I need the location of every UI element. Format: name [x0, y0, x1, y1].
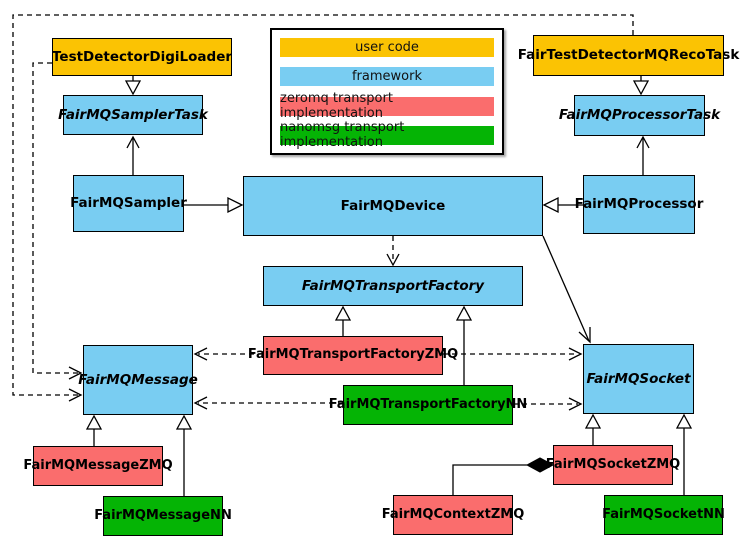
- legend: user code framework zeromq transport imp…: [270, 28, 504, 155]
- legend-item-user-code: user code: [280, 38, 494, 57]
- node-fairmq-transport-factory-nn: FairMQTransportFactoryNN: [329, 385, 527, 425]
- edge-socknn-socket-inheritance: [675, 413, 693, 495]
- edge-msgzmq-message-inheritance: [85, 414, 103, 446]
- edge-sampler-device-inheritance: [184, 196, 244, 214]
- edge-processor-processortask-association: [636, 135, 650, 175]
- edge-msgnn-message-inheritance: [175, 414, 193, 496]
- edge-sockzmq-socket-inheritance: [584, 413, 602, 445]
- legend-item-nanomsg: nanomsg transport implementation: [280, 120, 494, 150]
- node-fairmq-message-zmq: FairMQMessageZMQ: [23, 446, 173, 486]
- edge-device-transportfactory-dependency: [386, 236, 400, 267]
- edge-tfzmq-transportfactory-inheritance: [334, 305, 352, 336]
- node-fairmq-context-zmq: FairMQContextZMQ: [382, 495, 524, 535]
- node-fairmq-processor: FairMQProcessor: [575, 175, 703, 234]
- edge-contextzmq-sockzmq-composition: [452, 457, 555, 495]
- edge-sampler-samplertask-association: [126, 135, 140, 175]
- edge-device-socket-association: [542, 235, 591, 344]
- node-fairmq-transport-factory: FairMQTransportFactory: [263, 266, 523, 306]
- edge-tfnn-message-dependency: [193, 396, 343, 410]
- node-fairmq-message-nn: FairMQMessageNN: [94, 496, 232, 536]
- legend-item-framework: framework: [280, 67, 494, 87]
- edge-digiloader-samplertask-inheritance: [124, 76, 142, 96]
- node-fairmq-sampler-task: FairMQSamplerTask: [58, 95, 208, 135]
- node-fairmq-sampler: FairMQSampler: [70, 175, 187, 232]
- node-fairmq-transport-factory-zmq: FairMQTransportFactoryZMQ: [248, 336, 458, 375]
- node-fairmq-socket: FairMQSocket: [583, 344, 694, 414]
- node-fairmq-socket-nn: FairMQSocketNN: [602, 495, 725, 535]
- node-fairmq-device: FairMQDevice: [243, 176, 543, 236]
- node-test-detector-digi-loader: TestDetectorDigiLoader: [52, 38, 232, 76]
- edge-recotask-processortask-inheritance: [632, 76, 650, 96]
- node-fairmq-socket-zmq: FairMQSocketZMQ: [546, 445, 680, 485]
- legend-item-zeromq: zeromq transport implementation: [280, 91, 494, 121]
- node-fairmq-processor-task: FairMQProcessorTask: [559, 95, 720, 136]
- edge-tfzmq-socket-dependency: [443, 347, 583, 361]
- node-fairmq-message: FairMQMessage: [78, 345, 198, 415]
- node-fair-test-detector-mq-reco-task: FairTestDetectorMQRecoTask: [518, 35, 739, 76]
- edge-tfnn-transportfactory-inheritance: [455, 305, 473, 385]
